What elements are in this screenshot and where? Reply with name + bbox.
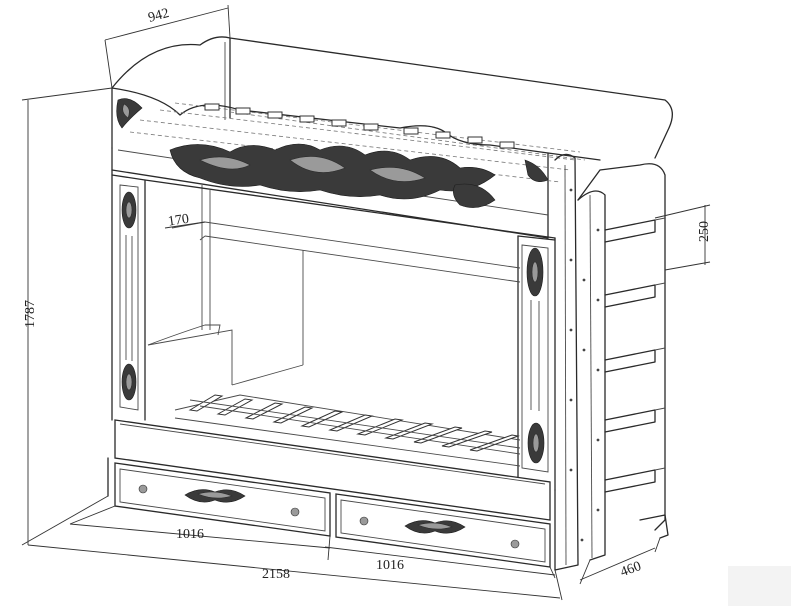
dim-label-170: 170 [167,212,190,230]
dim-label-1016-left: 1016 [176,527,204,542]
upper-guard-ornament [116,98,549,208]
left-drawer [114,462,331,537]
lower-slats [174,394,521,467]
side-holes [569,188,600,542]
dim-label-1016-right: 1016 [376,558,404,573]
lower-board [107,419,556,571]
dim-label-460: 460 [618,559,643,580]
upper-bunk [111,87,601,239]
front-frame [111,169,556,491]
left-post-ornament [119,184,139,411]
side-panel [554,153,669,571]
dimension-lines [21,4,711,601]
dim-label-1787: 1787 [23,300,38,328]
dim-label-250: 250 [697,221,712,242]
back-frame [111,36,673,386]
dim-label-2158: 2158 [262,567,290,582]
right-post-ornament [521,244,549,473]
upper-slat-tabs [204,103,515,149]
right-drawer [335,493,551,568]
dimension-labels: 942 1787 170 250 1016 1016 2158 460 [23,6,712,582]
corner-shadow [728,566,791,606]
dim-label-942: 942 [147,6,171,26]
